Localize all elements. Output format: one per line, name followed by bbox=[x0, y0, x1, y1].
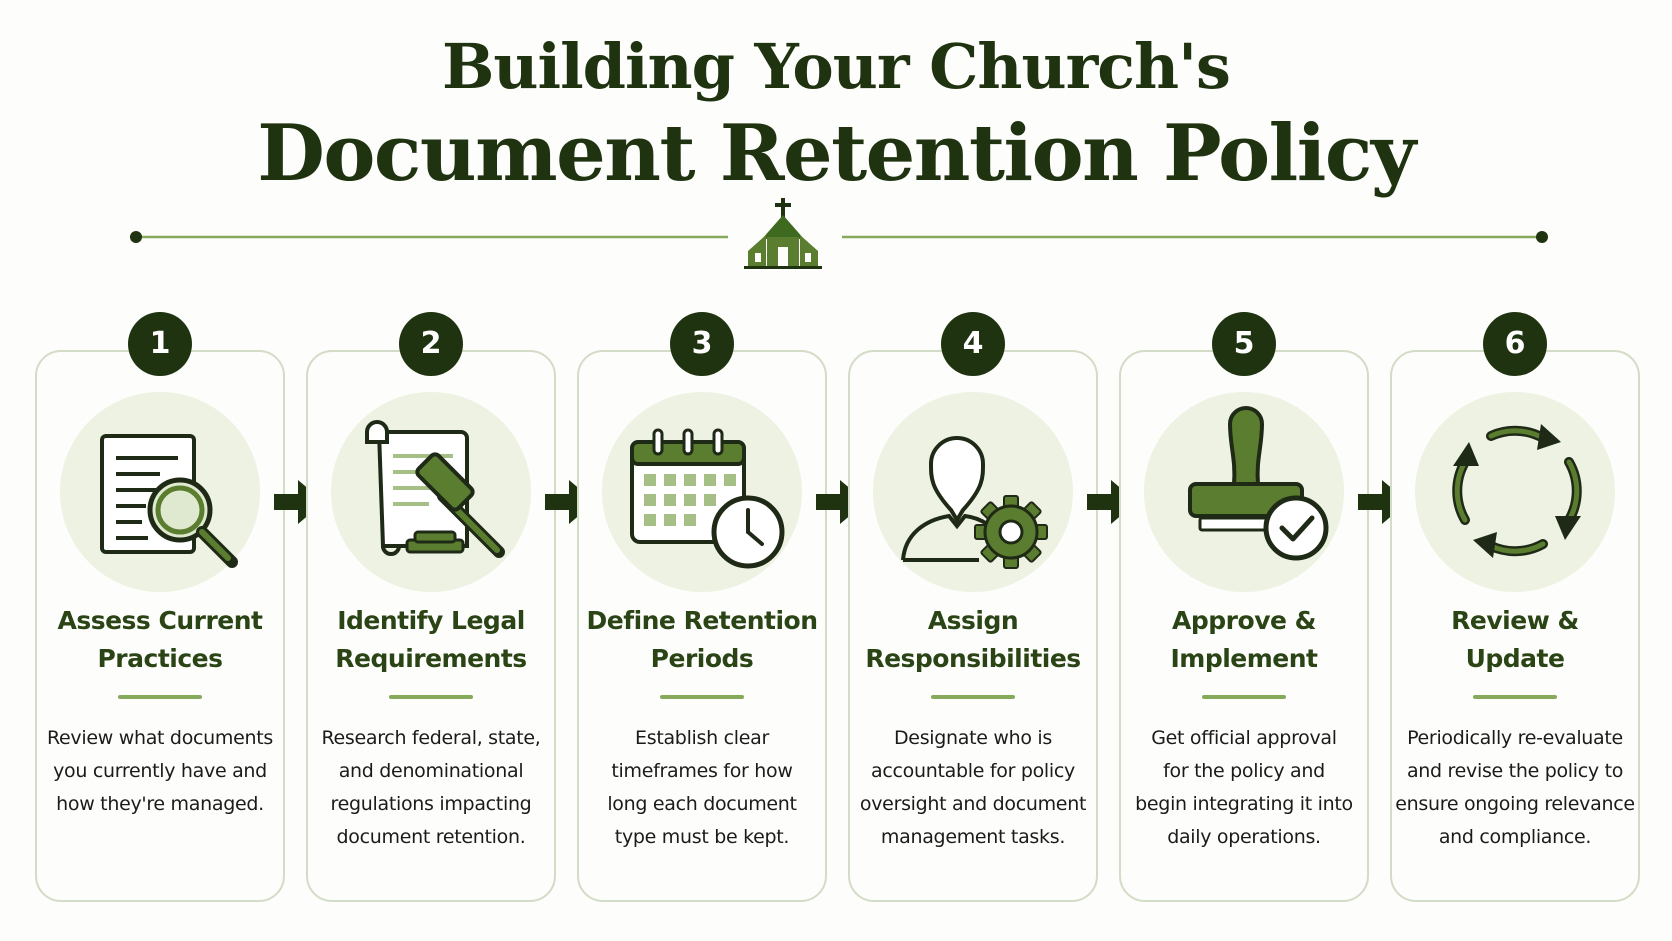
step-description-line: Research federal, state, bbox=[321, 727, 541, 749]
title-divider bbox=[130, 198, 1548, 269]
icon-background bbox=[331, 392, 531, 592]
step-description-line: and denominational bbox=[338, 760, 524, 782]
step-description-line: for the policy and bbox=[1163, 760, 1325, 782]
step-description: Periodically re-evaluate and revise the p… bbox=[1395, 722, 1635, 854]
step-number-badge: 1 bbox=[128, 312, 192, 376]
icon-background bbox=[873, 392, 1073, 592]
step-description-line: and compliance. bbox=[1438, 826, 1592, 848]
step-title-line: Assign bbox=[927, 606, 1019, 635]
title-underline bbox=[1202, 695, 1286, 699]
step-title-line: Implement bbox=[1170, 644, 1318, 673]
stamp-check-icon bbox=[1188, 406, 1329, 561]
church-icon bbox=[744, 198, 822, 269]
step-description-line: daily operations. bbox=[1167, 826, 1321, 848]
icon-background bbox=[60, 392, 260, 592]
step-title-line: Periods bbox=[650, 644, 754, 673]
right-arrow-icon bbox=[816, 480, 866, 524]
scroll-gavel-icon bbox=[365, 420, 505, 558]
icon-background bbox=[1144, 392, 1344, 592]
step-description-line: Periodically re-evaluate bbox=[1407, 727, 1623, 749]
step-description-line: regulations impacting bbox=[330, 793, 532, 815]
icon-background bbox=[1415, 392, 1615, 592]
step-title-line: Approve & bbox=[1172, 606, 1316, 635]
step-title-line: Identify Legal bbox=[337, 606, 525, 635]
calendar-clock-icon bbox=[630, 428, 785, 569]
step-description: Establish clear timeframes for how long ea… bbox=[582, 722, 822, 854]
step-title-line: Requirements bbox=[335, 644, 527, 673]
step-description-line: Review what documents bbox=[46, 727, 273, 749]
step-description-line: Designate who is bbox=[893, 727, 1053, 749]
step-title: Review & Update bbox=[1390, 602, 1640, 678]
step-description-line: how they're managed. bbox=[56, 793, 264, 815]
step-description: Research federal, state, and denomination… bbox=[311, 722, 551, 854]
step-description-line: document retention. bbox=[336, 826, 526, 848]
step-title-line: Assess Current bbox=[57, 606, 263, 635]
step-number-badge: 5 bbox=[1212, 312, 1276, 376]
step-title-line: Practices bbox=[97, 644, 223, 673]
cycle-arrows-icon bbox=[1452, 424, 1582, 558]
right-arrow-icon bbox=[274, 480, 324, 524]
step-title: Approve & Implement bbox=[1119, 602, 1369, 678]
title-line-2: Document Retention Policy bbox=[257, 108, 1416, 199]
step-description-line: management tasks. bbox=[880, 826, 1066, 848]
step-description: Designate who is accountable for policy ov… bbox=[853, 722, 1093, 854]
step-description-line: timeframes for how bbox=[611, 760, 793, 782]
title-underline bbox=[660, 695, 744, 699]
step-description-line: accountable for policy bbox=[871, 760, 1075, 782]
step-description-line: and revise the policy to bbox=[1406, 760, 1624, 782]
step-number-badge: 4 bbox=[941, 312, 1005, 376]
step-number-badge: 3 bbox=[670, 312, 734, 376]
step-description-line: long each document bbox=[607, 793, 797, 815]
step-description-line: you currently have and bbox=[53, 760, 267, 782]
title-underline bbox=[118, 695, 202, 699]
person-gear-icon bbox=[901, 436, 1048, 569]
step-number-badge: 2 bbox=[399, 312, 463, 376]
step-description-line: ensure ongoing relevance bbox=[1395, 793, 1635, 815]
document-magnifier-icon bbox=[100, 434, 238, 568]
title-underline bbox=[931, 695, 1015, 699]
step-description: Get official approval for the policy and b… bbox=[1124, 722, 1364, 854]
step-description-line: oversight and document bbox=[859, 793, 1087, 815]
step-description-line: begin integrating it into bbox=[1135, 793, 1353, 815]
step-title-line: Responsibilities bbox=[865, 644, 1081, 673]
step-title-line: Review & bbox=[1451, 606, 1579, 635]
step-description-line: Get official approval bbox=[1151, 727, 1337, 749]
title-underline bbox=[389, 695, 473, 699]
right-arrow-icon bbox=[1358, 480, 1408, 524]
step-title-line: Update bbox=[1465, 644, 1565, 673]
step-description-line: Establish clear bbox=[635, 727, 769, 749]
step-number-badge: 6 bbox=[1483, 312, 1547, 376]
right-arrow-icon bbox=[1087, 480, 1137, 524]
title-line-1: Building Your Church's bbox=[442, 30, 1231, 103]
icon-background bbox=[602, 392, 802, 592]
step-title-line: Define Retention bbox=[586, 606, 818, 635]
title-underline bbox=[1473, 695, 1557, 699]
step-description-line: type must be kept. bbox=[614, 826, 790, 848]
step-description: Review what documents you currently have … bbox=[40, 722, 280, 821]
right-arrow-icon bbox=[545, 480, 595, 524]
